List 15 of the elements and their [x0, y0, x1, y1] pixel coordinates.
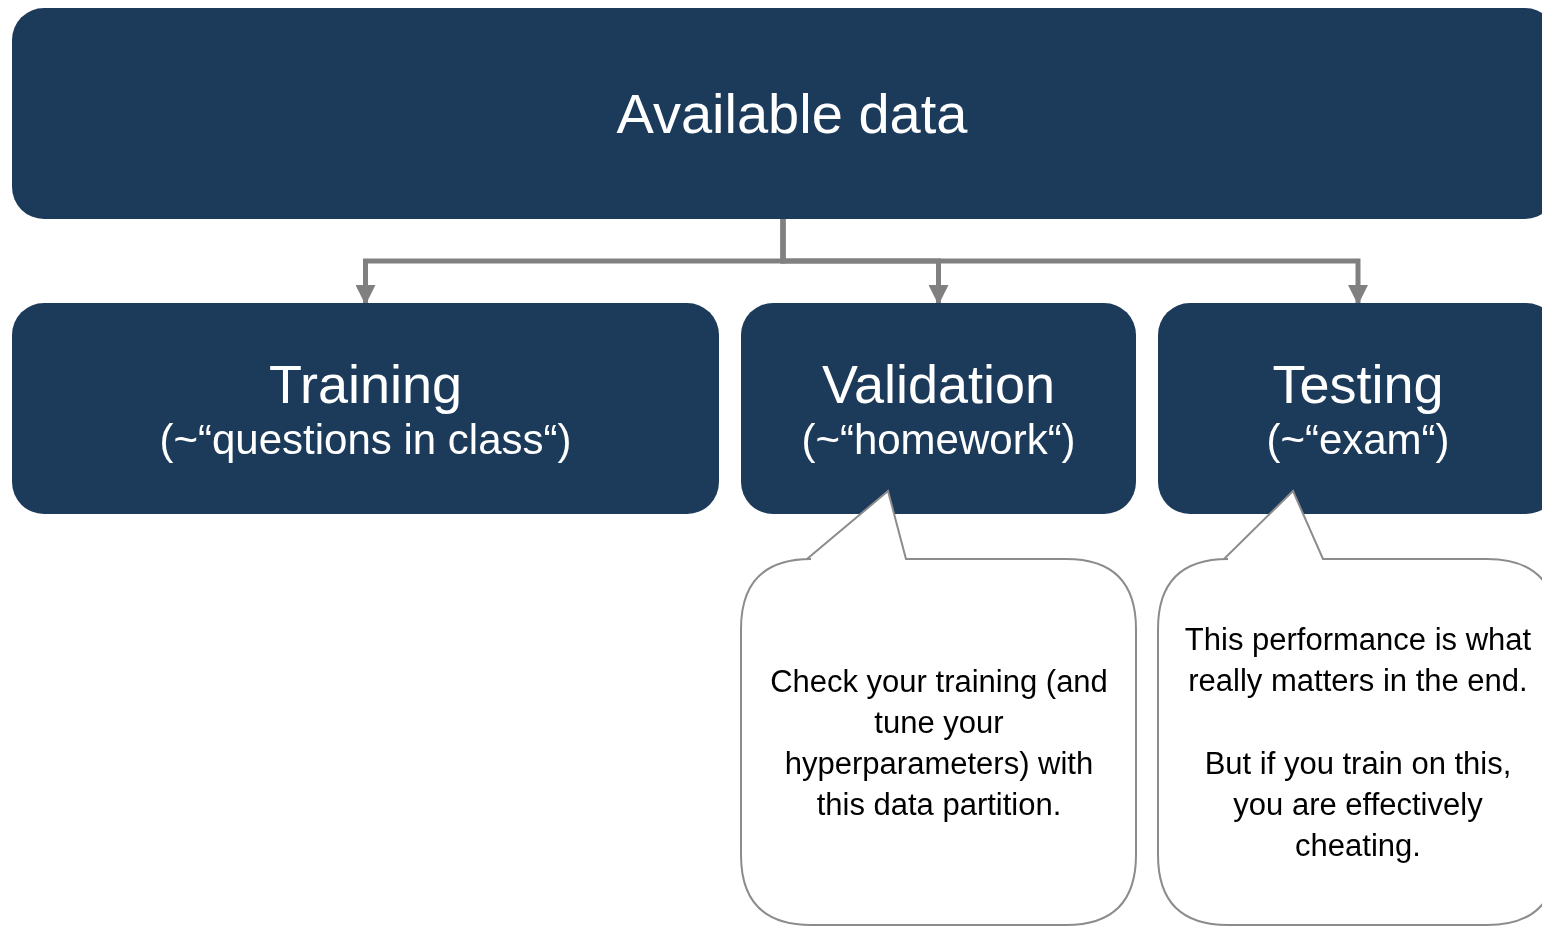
callout-text: Check your training (and tune your hyperparameters) with this data partition. — [769, 662, 1109, 824]
callout-text: This performance is what really matters in the end. — [1183, 621, 1533, 700]
partition-box — [741, 303, 1136, 514]
callout-text: But if you train on this, you are effectively cheating. — [1203, 745, 1513, 865]
box-title: Training — [268, 352, 463, 415]
partition-box — [1158, 303, 1542, 514]
connector-arrow — [780, 219, 1368, 305]
data-box — [12, 8, 1542, 219]
box-title: Testing — [1272, 352, 1444, 415]
box-subtitle: (~“homework“) — [801, 414, 1076, 465]
box-title: Available data — [616, 81, 968, 146]
box-title: Validation — [821, 352, 1056, 415]
box-subtitle: (~“questions in class“) — [159, 414, 572, 465]
partition-box — [12, 303, 719, 514]
box-subtitle: (~“exam“) — [1266, 414, 1450, 465]
